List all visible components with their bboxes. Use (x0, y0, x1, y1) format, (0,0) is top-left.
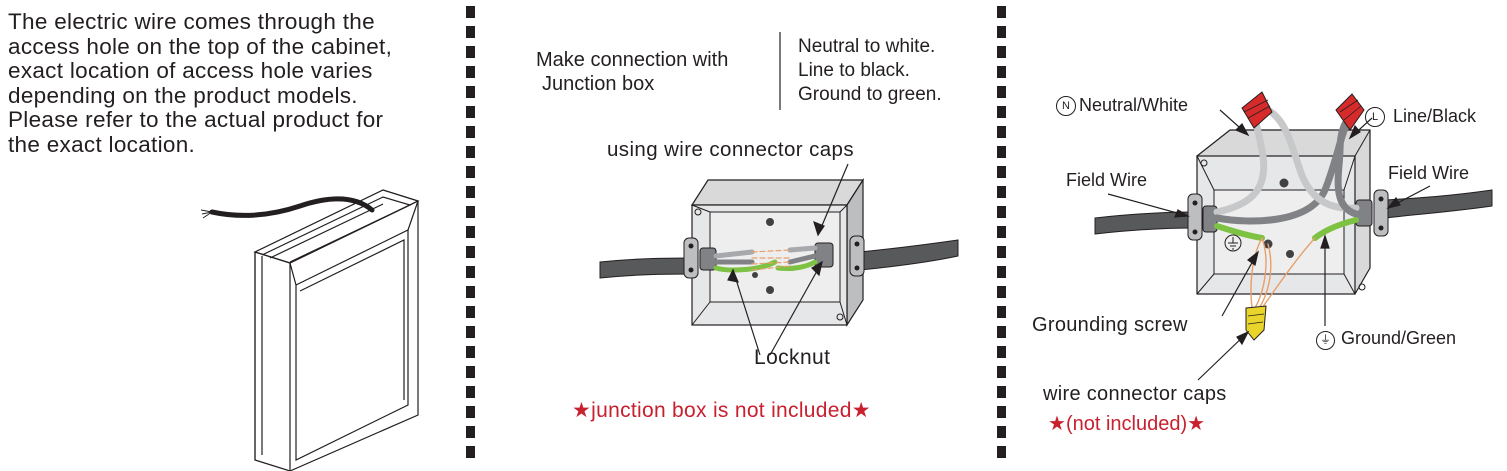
caps-not-included-text: (not included) (1065, 413, 1188, 435)
neutral-symbol-icon: N (1056, 96, 1076, 116)
star-icon: ★ (851, 399, 871, 422)
divider-left (466, 6, 475, 466)
line-label: L Line/Black (1365, 106, 1476, 127)
clamp-right (1355, 189, 1389, 237)
junction-box-not-included: ★junction box is not included★ (572, 398, 871, 423)
not-included-text: junction box is not included (591, 399, 852, 422)
field-wire-left-label: Field Wire (1066, 170, 1148, 190)
intro-line: the exact location. (8, 131, 196, 157)
ground-text: Ground/Green (1341, 328, 1457, 348)
cabinet-illustration (253, 189, 420, 471)
caps-label-right: wire connector caps (1043, 383, 1227, 405)
star-icon: ★ (1187, 413, 1206, 435)
box-wires-middle (713, 245, 818, 273)
arrows-middle (727, 163, 849, 356)
field-cable-right (1384, 189, 1493, 219)
intro-text: The electric wire comes through the acce… (8, 9, 448, 158)
yellow-cap (1245, 305, 1267, 341)
neutral-text: Neutral/White (1079, 95, 1189, 115)
make-connection-line2: Junction box (542, 73, 655, 95)
line-text: Line/Black (1393, 106, 1477, 126)
arrows-right (1107, 109, 1431, 381)
ground-symbol-icon: ⏚ (1316, 331, 1335, 350)
rule-neutral: Neutral to white. (798, 36, 936, 57)
junction-box (690, 177, 865, 328)
locknut-right (814, 235, 865, 277)
line-symbol-icon: L (1365, 107, 1385, 127)
rule-ground: Ground to green. (798, 84, 942, 105)
cabinet-wire (209, 196, 375, 218)
star-icon: ★ (572, 399, 592, 422)
field-wire-right-label: Field Wire (1388, 163, 1470, 183)
cable-right (859, 239, 959, 271)
cable-left (599, 257, 697, 279)
wiring-rules: Neutral to white. Line to black. Ground … (798, 35, 942, 107)
caps-not-included: ★(not included)★ (1048, 411, 1205, 436)
caps-label-middle: using wire connector caps (607, 138, 855, 161)
intro-line: Please refer to the actual product for (8, 107, 384, 133)
make-connection-line1: Make connection with (536, 49, 729, 71)
divider-right (997, 6, 1006, 466)
star-icon: ★ (1048, 413, 1066, 435)
intro-line: exact location of access hole varies (8, 58, 373, 84)
red-cap-neutral (1241, 91, 1273, 129)
intro-line: The electric wire comes through the (8, 9, 375, 34)
make-connection-label: Make connection with Junction box (536, 48, 728, 96)
ground-symbol-box (1224, 234, 1242, 252)
intro-line: depending on the product models. (8, 82, 358, 108)
intro-line: access hole on the top of the cabinet, (8, 33, 393, 59)
grounding-screw-label: Grounding screw (1032, 314, 1188, 336)
red-cap-line (1335, 93, 1365, 131)
ground-green-label: ⏚ Ground/Green (1316, 328, 1456, 350)
rule-line: Line to black. (798, 60, 910, 81)
locknut-left (683, 237, 717, 279)
locknut-label: Locknut (754, 346, 831, 369)
